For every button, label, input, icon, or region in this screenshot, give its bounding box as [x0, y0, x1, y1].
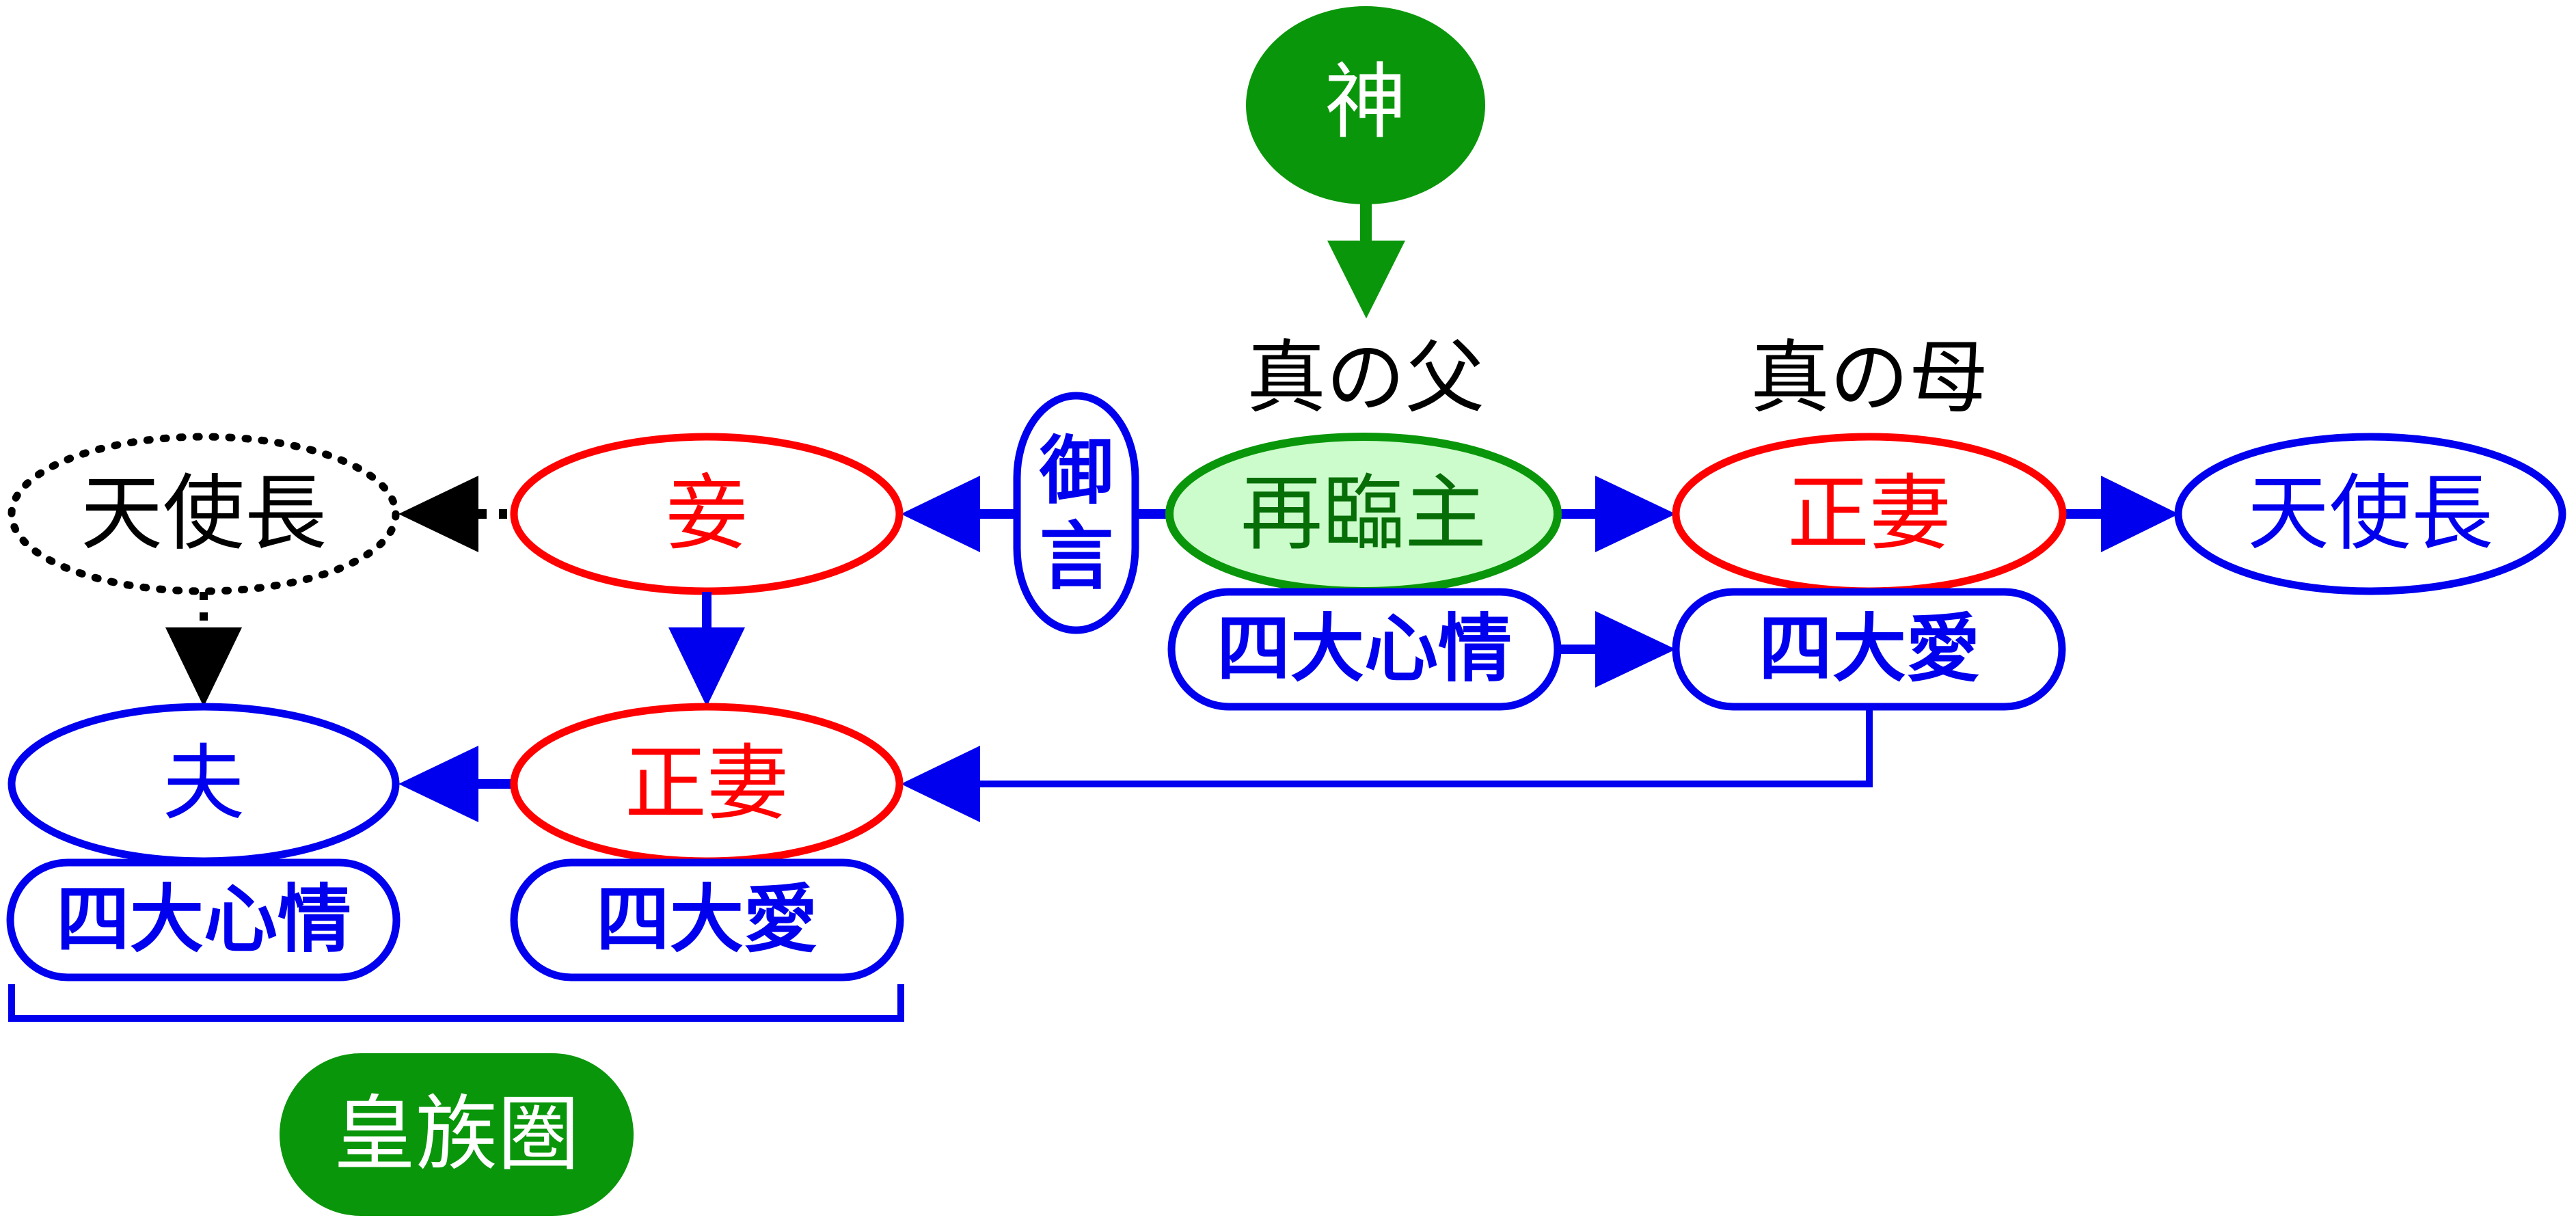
god-node: 神 [1246, 6, 1485, 204]
concubine-label: 妾 [666, 467, 748, 562]
four-great-hearts-top-label: 四大心情 [1217, 607, 1512, 692]
arrow-archangel-to-husband [165, 592, 242, 707]
arrow-wife-to-archangel [2063, 476, 2179, 552]
archangel-left-node: 天使長 [8, 433, 400, 595]
wife-bottom-label: 正妻 [625, 737, 789, 832]
god-label: 神 [1325, 55, 1407, 150]
archangel-left-label: 天使長 [81, 467, 327, 562]
arrow-hearts-to-loves [1558, 611, 1676, 688]
word-label-1: 御 [1039, 429, 1113, 515]
true-father-label: 真の父 [1247, 332, 1484, 424]
arrow-concubine-to-wife [668, 592, 745, 707]
word-node: 御 言 [1013, 392, 1139, 634]
arrow-word-to-concubine [901, 476, 1017, 552]
four-great-loves-top-label: 四大愛 [1759, 607, 1980, 692]
four-great-hearts-top-node: 四大心情 [1167, 588, 1562, 711]
four-great-hearts-bottom-label: 四大心情 [56, 878, 351, 963]
true-mother-wife-label: 正妻 [1787, 467, 1951, 562]
arrow-lord-to-wife [1558, 476, 1676, 552]
four-great-loves-bottom-label: 四大愛 [596, 878, 817, 963]
four-great-loves-bottom-node: 四大愛 [510, 858, 904, 981]
true-mother-label: 真の母 [1750, 332, 1988, 424]
god-arrow [1327, 202, 1405, 318]
archangel-right-label: 天使長 [2247, 467, 2493, 562]
archangel-right-node: 天使長 [2174, 433, 2566, 595]
royal-family-sphere-label: 皇族圏 [334, 1087, 580, 1182]
arrow-concubine-to-archangel [398, 476, 513, 552]
connector-loves-to-wife [901, 707, 1873, 822]
royal-family-sphere-node: 皇族圏 [280, 1053, 634, 1216]
four-great-hearts-bottom-node: 四大心情 [6, 858, 401, 981]
husband-label: 夫 [163, 737, 245, 832]
concubine-node: 妾 [510, 433, 904, 595]
royal-family-bracket [8, 984, 904, 1022]
lord-second-advent-node: 再臨主 [1165, 433, 1562, 595]
true-mother-wife-node: 正妻 [1672, 433, 2067, 595]
wife-bottom-node: 正妻 [510, 703, 904, 865]
lord-second-advent-label: 再臨主 [1240, 467, 1487, 562]
husband-node: 夫 [8, 703, 400, 865]
word-label-2: 言 [1040, 515, 1113, 600]
four-great-loves-top-node: 四大愛 [1672, 588, 2066, 711]
arrow-wife-to-husband [398, 746, 514, 822]
